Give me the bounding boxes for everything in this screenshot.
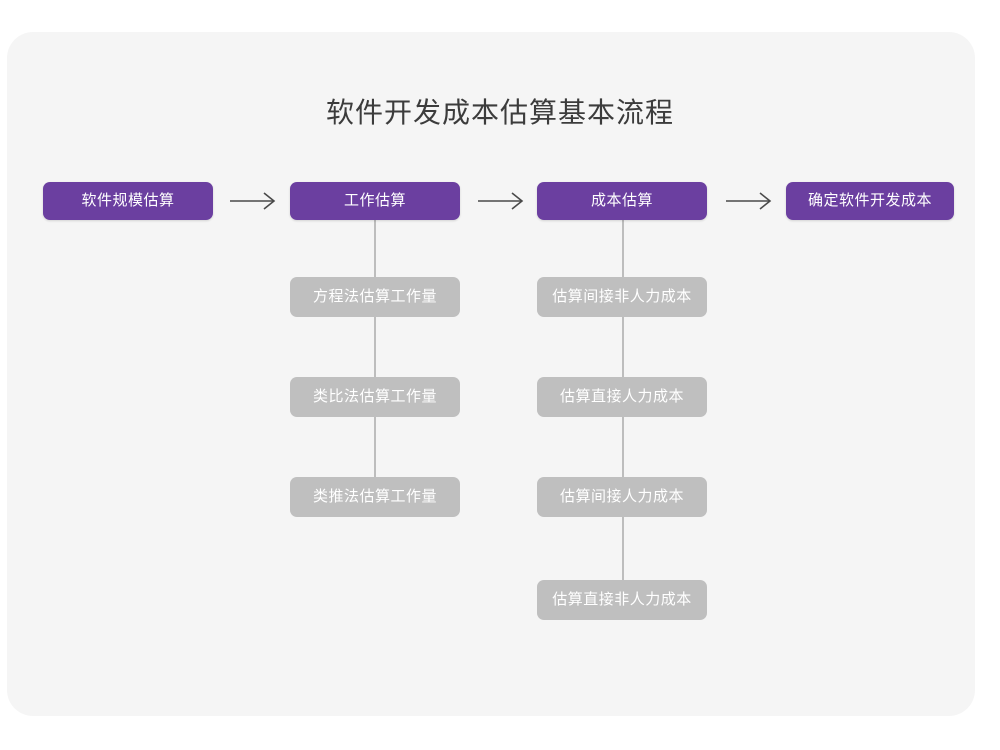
sub-step-direct-nonlabor-cost[interactable]: 估算直接非人力成本 [537, 580, 707, 620]
right-arrow-icon-1 [228, 188, 280, 214]
page-title: 软件开发成本估算基本流程 [325, 97, 674, 128]
flow-step-effort-estimation[interactable]: 工作估算 [290, 182, 460, 220]
sub-step-analogy-method-effort[interactable]: 类比法估算工作量 [290, 377, 460, 417]
sub-step-inference-method-effort[interactable]: 类推法估算工作量 [290, 477, 460, 517]
sub-step-indirect-labor-cost[interactable]: 估算间接人力成本 [537, 477, 707, 517]
connector-line-branch-1 [374, 211, 376, 497]
sub-step-indirect-nonlabor-cost[interactable]: 估算间接非人力成本 [537, 277, 707, 317]
content-card [7, 32, 975, 716]
right-arrow-icon-2 [476, 188, 528, 214]
right-arrow-icon-3 [724, 188, 776, 214]
sub-step-equation-method-effort[interactable]: 方程法估算工作量 [290, 277, 460, 317]
flow-step-cost-estimation[interactable]: 成本估算 [537, 182, 707, 220]
sub-step-direct-labor-cost[interactable]: 估算直接人力成本 [537, 377, 707, 417]
flow-step-software-size-estimation[interactable]: 软件规模估算 [43, 182, 213, 220]
flow-step-determine-development-cost[interactable]: 确定软件开发成本 [786, 182, 954, 220]
